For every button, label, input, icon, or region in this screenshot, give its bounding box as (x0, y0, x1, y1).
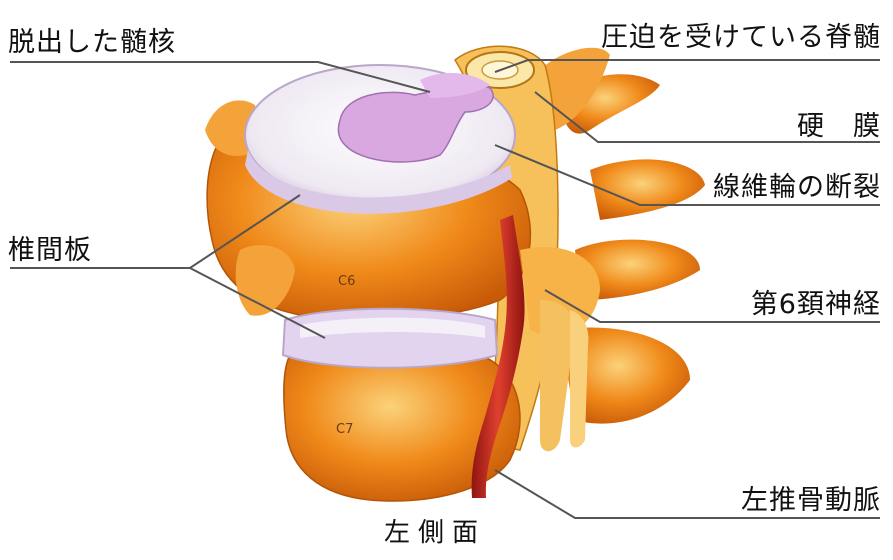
label-sixth-cervical-nerve: 第6頚神経 (751, 282, 881, 321)
vertebra-label-c6: C6 (338, 274, 355, 289)
caption-left-side-view: 左側面 (384, 512, 486, 549)
label-herniated-nucleus: 脱出した髄核 (8, 20, 176, 59)
label-left-vertebral-artery: 左推骨動脈 (741, 478, 881, 517)
label-compressed-spinal-cord: 圧迫を受けている脊髄 (601, 15, 881, 54)
label-intervertebral-disc: 椎間板 (8, 228, 92, 267)
label-dura-mater: 硬 膜 (797, 104, 881, 143)
label-annulus-rupture: 線維輪の断裂 (713, 165, 881, 204)
vertebra-label-c7: C7 (336, 422, 353, 437)
upper-disc (245, 65, 515, 214)
lower-disc (283, 309, 497, 368)
